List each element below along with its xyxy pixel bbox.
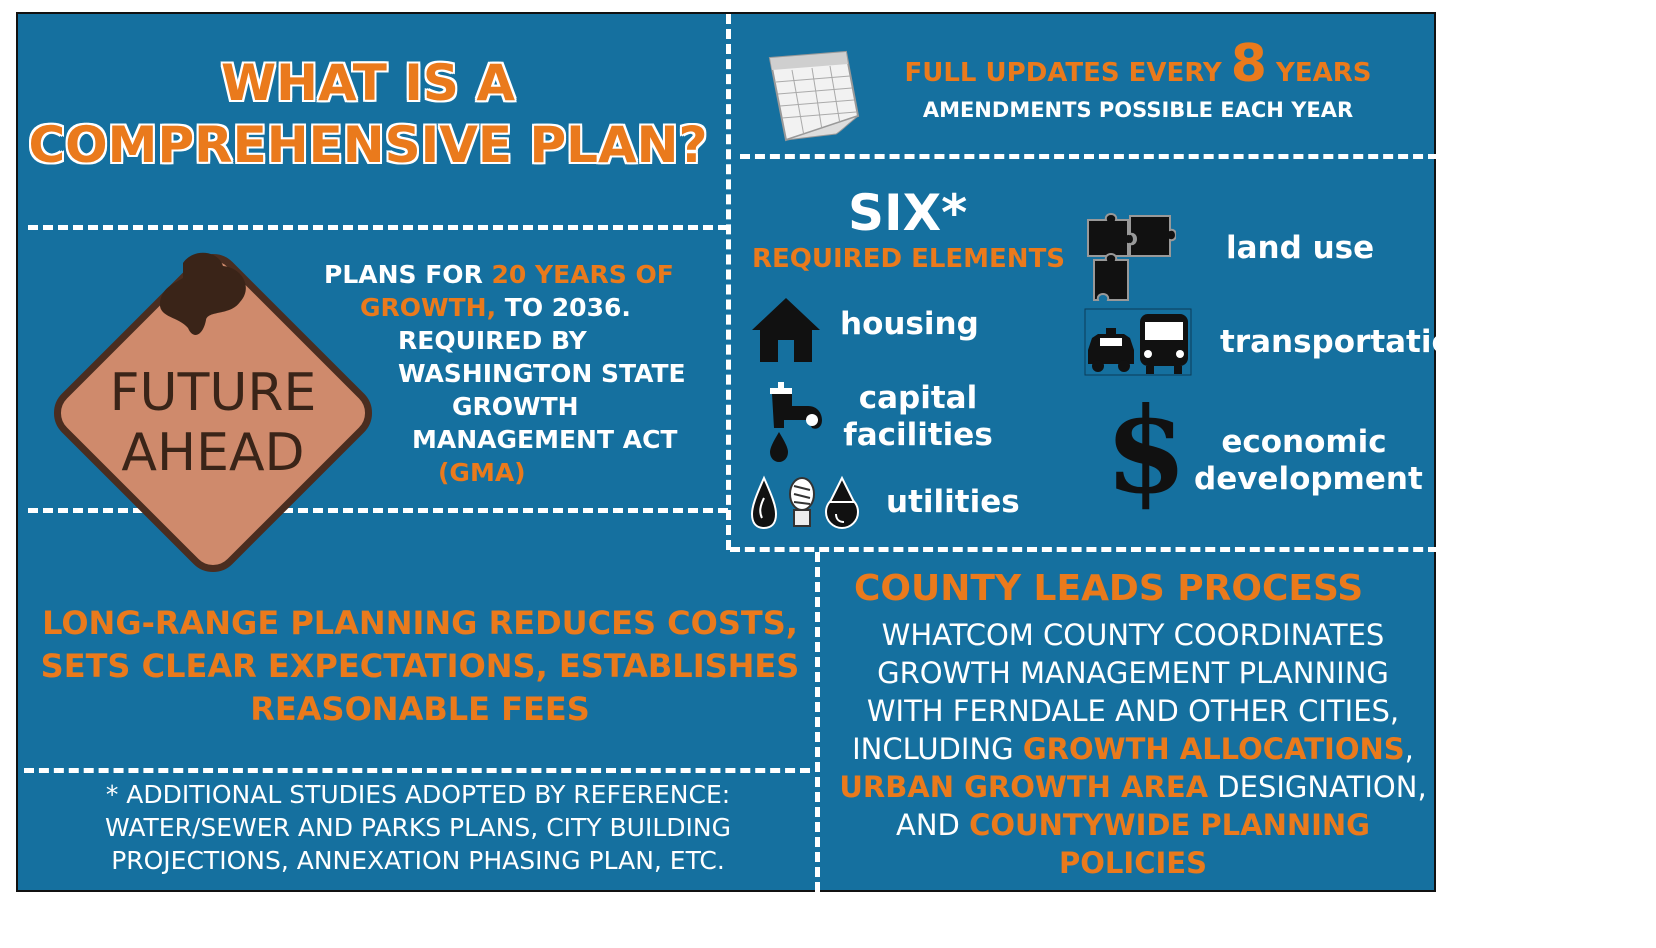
county-line-3: WITH FERNDALE AND OTHER CITIES,: [866, 694, 1400, 728]
growth-line-7: (GMA): [438, 458, 526, 487]
benefits-line-1: LONG-RANGE PLANNING REDUCES COSTS,: [42, 604, 798, 642]
title-line-1: WHAT IS A: [220, 54, 516, 112]
growth-line-1b: 20 YEARS OF: [491, 260, 674, 289]
county-line-6b: COUNTYWIDE PLANNING: [969, 808, 1370, 842]
divider-updates-bottom: [740, 154, 1438, 159]
house-icon: [752, 298, 820, 362]
footnote-line-2: WATER/SEWER AND PARKS PLANS, CITY BUILDI…: [105, 813, 731, 842]
county-line-7: POLICIES: [1059, 846, 1207, 880]
dollar-icon: $: [1105, 388, 1187, 512]
divider-growth-bottom: [28, 508, 728, 513]
infographic-panel: WHAT IS A COMPREHENSIVE PLAN? FUTURE AHE…: [16, 12, 1475, 892]
county-line-2: GROWTH MANAGEMENT PLANNING: [877, 656, 1389, 690]
footnote: * ADDITIONAL STUDIES ADOPTED BY REFERENC…: [48, 778, 788, 877]
capital-line-1: capital: [858, 380, 978, 416]
capital-line-2: facilities: [843, 417, 993, 453]
divider-title-bottom: [28, 225, 728, 230]
growth-line-2a: GROWTH,: [360, 293, 497, 322]
footnote-line-3: PROJECTIONS, ANNEXATION PHASING PLAN, ET…: [111, 846, 725, 875]
utilities-icon: [750, 475, 859, 530]
county-line-5a: URBAN GROWTH AREA: [839, 770, 1209, 804]
county-text: WHATCOM COUNTY COORDINATES GROWTH MANAGE…: [838, 616, 1428, 882]
element-land-use: land use: [1226, 230, 1375, 266]
growth-line-5: GROWTH: [452, 392, 579, 421]
divider-benefits-bottom: [24, 768, 810, 773]
growth-line-2b: TO 2036.: [496, 293, 631, 322]
growth-line-6: MANAGEMENT ACT: [412, 425, 678, 454]
growth-text: PLANS FOR 20 YEARS OF GROWTH, TO 2036. R…: [318, 258, 718, 489]
element-utilities: utilities: [886, 484, 1020, 520]
benefits-text: LONG-RANGE PLANNING REDUCES COSTS, SETS …: [28, 602, 812, 731]
growth-line-1a: PLANS FOR: [324, 260, 492, 289]
calendar-icon: [768, 50, 860, 142]
updates-number: 8: [1230, 34, 1267, 94]
economic-line-1: economic: [1221, 424, 1387, 460]
element-housing: housing: [840, 306, 979, 342]
vehicles-icon: [1084, 308, 1192, 376]
puzzle-icon: [1087, 213, 1176, 301]
updates-line: FULL UPDATES EVERY 8 YEARS: [858, 34, 1418, 94]
divider-top-vertical: [726, 14, 731, 550]
footnote-line-1: * ADDITIONAL STUDIES ADOPTED BY REFERENC…: [105, 780, 731, 809]
county-line-5b: DESIGNATION,: [1208, 770, 1427, 804]
elements-count: SIX*: [848, 184, 968, 242]
county-line-1: WHATCOM COUNTY COORDINATES: [881, 618, 1385, 652]
county-line-4c: ,: [1404, 732, 1414, 766]
element-transportation: transportation: [1220, 324, 1475, 360]
county-line-4b: GROWTH ALLOCATIONS: [1022, 732, 1405, 766]
benefits-line-2: SETS CLEAR EXPECTATIONS, ESTABLISHES: [40, 647, 800, 685]
county-line-6a: AND: [896, 808, 970, 842]
element-capital-facilities: capital facilities: [838, 380, 998, 454]
growth-line-3: REQUIRED BY: [398, 326, 587, 355]
amendments-line: AMENDMENTS POSSIBLE EACH YEAR: [922, 98, 1354, 122]
title-line-2: COMPREHENSIVE PLAN?: [28, 116, 708, 174]
svg-text:$: $: [1105, 388, 1187, 512]
road-sign-icon: FUTURE AHEAD: [53, 252, 373, 573]
sign-text-2: AHEAD: [121, 423, 304, 483]
growth-line-4: WASHINGTON STATE: [398, 359, 686, 388]
faucet-icon: [770, 382, 822, 462]
county-heading: COUNTY LEADS PROCESS: [854, 568, 1364, 609]
economic-line-2: development: [1194, 461, 1423, 497]
benefits-line-3: REASONABLE FEES: [250, 690, 590, 728]
elements-heading: REQUIRED ELEMENTS: [752, 244, 1066, 274]
updates-prefix: FULL UPDATES EVERY: [904, 58, 1231, 88]
divider-bottom-vertical: [815, 552, 820, 892]
sign-text-1: FUTURE: [110, 363, 317, 423]
county-line-4a: INCLUDING: [852, 732, 1023, 766]
page-title: WHAT IS A COMPREHENSIVE PLAN?: [28, 52, 708, 176]
element-economic-development: economic development: [1194, 424, 1423, 498]
updates-suffix: YEARS: [1266, 58, 1372, 88]
divider-elements-bottom: [730, 547, 1438, 552]
